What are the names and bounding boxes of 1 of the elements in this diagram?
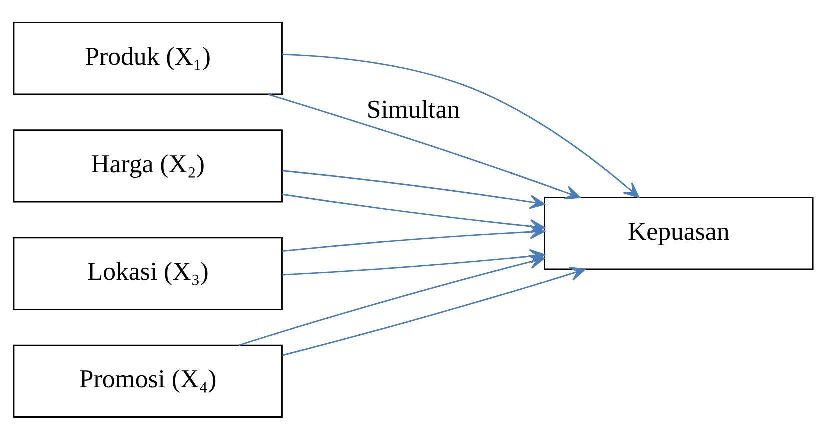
edge-label: Simultan	[366, 94, 460, 124]
